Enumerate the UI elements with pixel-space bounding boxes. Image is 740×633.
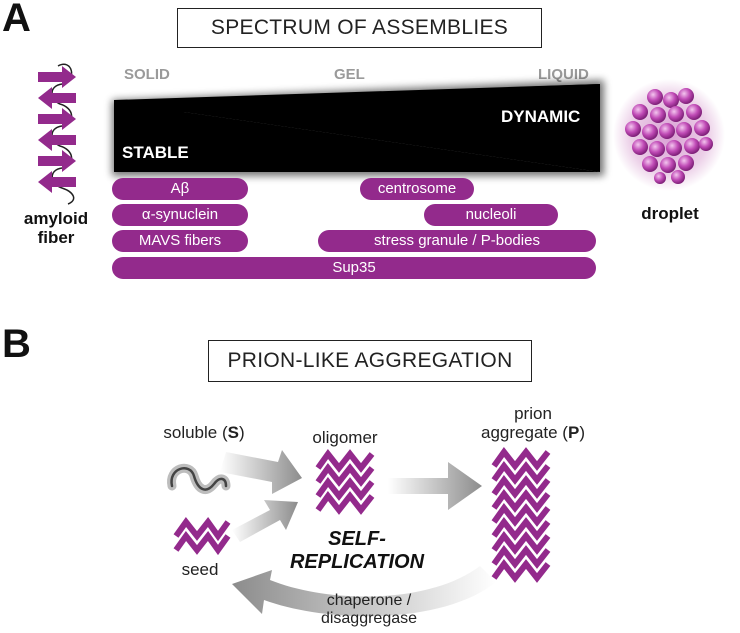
- soluble-protein-icon: [167, 463, 231, 494]
- dynamic-label: DYNAMIC: [501, 107, 581, 126]
- soluble-text: soluble (: [163, 423, 228, 442]
- assembly-nucleoli: nucleoli: [424, 204, 558, 226]
- droplet-icon: [613, 79, 725, 191]
- scale-solid-label: SOLID: [124, 66, 170, 83]
- arrow-soluble-to-oligomer: [220, 450, 302, 494]
- seed-label: seed: [181, 560, 219, 579]
- stability-wedge: [112, 80, 604, 176]
- prion-label-line2: aggregate (P): [468, 423, 598, 442]
- assembly-stress-granule: stress granule / P-bodies: [318, 230, 596, 252]
- assembly-mavs-fibers: MAVS fibers: [112, 230, 248, 252]
- assembly-centrosome: centrosome: [360, 178, 474, 200]
- arrow-oligomer-to-prion: [388, 462, 482, 510]
- scale-gel-label: GEL: [334, 66, 365, 83]
- prion-label-line1: prion: [514, 404, 552, 423]
- prion-symbol: P: [567, 423, 580, 442]
- soluble-symbol: S: [227, 423, 239, 442]
- oligomer-label: oligomer: [312, 428, 378, 447]
- chaperone-label: chaperone / disaggregase: [304, 592, 434, 628]
- panel-b-letter: B: [2, 322, 31, 366]
- self-replication-line2: REPLICATION: [289, 551, 425, 573]
- panel-b-title: PRION-LIKE AGGREGATION: [208, 340, 532, 382]
- prion-aggregate-label: prion aggregate (P): [468, 404, 598, 442]
- assembly-abeta: Aβ: [112, 178, 248, 200]
- droplet-label: droplet: [641, 204, 699, 223]
- panel-a-title: SPECTRUM OF ASSEMBLIES: [177, 8, 542, 48]
- chaperone-line2: disaggregase: [320, 610, 418, 627]
- scale-liquid-label: LIQUID: [538, 66, 589, 83]
- chaperone-line1: chaperone /: [326, 592, 412, 609]
- soluble-end: ): [238, 423, 245, 442]
- stable-label: STABLE: [122, 143, 189, 162]
- arrow-chaperone-return: [232, 566, 496, 617]
- prion-aggregate-icon: [491, 446, 551, 583]
- self-replication-line1: SELF-: [328, 528, 386, 550]
- amyloid-label-line1: amyloid: [23, 209, 89, 228]
- assembly-alpha-synuclein: α-synuclein: [112, 204, 248, 226]
- soluble-label: soluble (S): [148, 423, 260, 442]
- assembly-sup35: Sup35: [112, 257, 596, 279]
- arrow-seed-to-oligomer: [232, 500, 298, 542]
- prion-line2-end: ): [579, 423, 585, 442]
- amyloid-label-line2: fiber: [37, 228, 75, 247]
- panel-a-letter: A: [2, 0, 31, 40]
- oligomer-icon: [315, 448, 375, 515]
- amyloid-fiber-label: amyloid fiber: [12, 209, 100, 247]
- amyloid-fiber-icon: [38, 63, 76, 205]
- seed-icon: [173, 516, 231, 556]
- prion-line2-text: aggregate (: [481, 423, 568, 442]
- self-replication-label: SELF- REPLICATION: [272, 528, 442, 574]
